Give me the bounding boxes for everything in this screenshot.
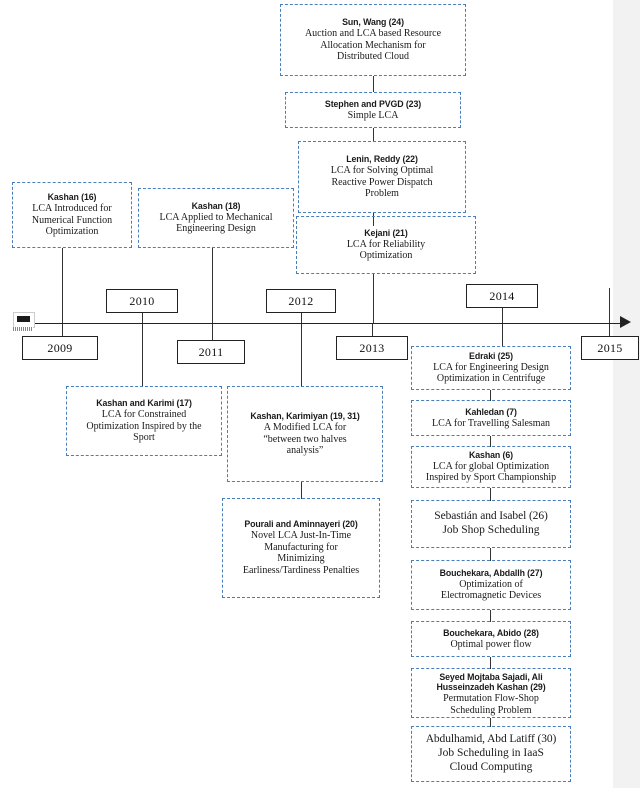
connector-c-kashan18-axis	[212, 248, 213, 324]
reference-node-kashan-karimi-17[interactable]: Kashan and Karimi (17)LCA for Constraine…	[66, 386, 222, 456]
connector-c-k6-sebastian	[490, 488, 491, 501]
reference-node-kashan-16[interactable]: Kashan (16)LCA Introduced for Numerical …	[12, 182, 132, 248]
reference-node-body: Optimal power flow	[450, 638, 532, 650]
connector-c-kejani-axis	[373, 274, 374, 324]
reference-node-title: Lenin, Reddy (22)	[346, 153, 418, 164]
reference-node-body: Optimization of Electromagnetic Devices	[440, 578, 542, 602]
reference-node-title: Kashan (6)	[469, 449, 513, 460]
axis-arrow-icon	[620, 316, 631, 328]
reference-node-title: Kashan and Karimi (17)	[96, 397, 192, 408]
reference-node-title: Seyed Mojtaba Sajadi, Ali Husseinzadeh K…	[436, 672, 546, 693]
year-box-2010[interactable]: 2010	[106, 289, 178, 313]
reference-node-body: LCA for Engineering Design Optimization …	[433, 361, 549, 385]
connector-c-sun-stephen	[373, 76, 374, 92]
reference-node-title: Abdulhamid, Abd Latiff (30)	[425, 733, 557, 746]
reference-node-kashan-karimiyan-19-31[interactable]: Kashan, Karimiyan (19, 31)A Modified LCA…	[227, 386, 383, 482]
reference-node-lenin-reddy-22[interactable]: Lenin, Reddy (22)LCA for Solving Optimal…	[298, 141, 466, 213]
reference-node-title: Kahledan (7)	[465, 406, 517, 417]
reference-node-sebastian-isabel-26[interactable]: Sebastián and Isabel (26)Job Shop Schedu…	[411, 500, 571, 548]
reference-node-pourali-aminnayeri-20[interactable]: Pourali and Aminnayeri (20)Novel LCA Jus…	[222, 498, 380, 598]
reference-node-title: Bouchekara, Abdallh (27)	[439, 567, 543, 578]
reference-node-title: Pourali and Aminnayeri (20)	[244, 518, 358, 529]
connector-c-tick-2010	[142, 312, 143, 324]
reference-node-title: Kejani (21)	[364, 227, 408, 238]
reference-node-title: Bouchekara, Abido (28)	[443, 627, 539, 638]
year-box-2012[interactable]: 2012	[266, 289, 336, 313]
reference-node-title: Stephen and PVGD (23)	[324, 98, 422, 109]
reference-node-title: Sun, Wang (24)	[342, 16, 404, 27]
year-box-2009[interactable]: 2009	[22, 336, 98, 360]
connector-c-sajadi-abdul	[490, 718, 491, 727]
reference-node-title: Kashan (16)	[47, 191, 97, 202]
reference-node-bouchekara-abdallh-27[interactable]: Bouchekara, Abdallh (27)Optimization of …	[411, 560, 571, 610]
connector-c-tick-2013	[372, 323, 373, 337]
connector-c-b28-sajadi	[490, 657, 491, 669]
reference-node-body: LCA Applied to Mechanical Engineering De…	[159, 211, 273, 235]
reference-node-body: LCA for Solving Optimal Reactive Power D…	[330, 164, 434, 200]
reference-node-kashan-18[interactable]: Kashan (18)LCA Applied to Mechanical Eng…	[138, 188, 294, 248]
connector-c-tick-2015	[609, 288, 610, 337]
reference-node-body: A Modified LCA for “between two halves a…	[263, 421, 347, 457]
reference-node-title: Kashan (18)	[191, 200, 241, 211]
connector-c-axis-k1931	[301, 323, 302, 387]
year-box-2013[interactable]: 2013	[336, 336, 408, 360]
connector-c-stephen-lenin	[373, 128, 374, 141]
reference-node-body: Job Scheduling in IaaS Cloud Computing	[438, 747, 544, 774]
connector-c-sebastian-b27	[490, 548, 491, 561]
reference-node-body: Simple LCA	[347, 109, 399, 121]
connector-c-tick-2014	[502, 307, 503, 324]
reference-node-kejani-21[interactable]: Kejani (21)LCA for Reliability Optimizat…	[296, 216, 476, 274]
reference-node-sun-wang-24[interactable]: Sun, Wang (24)Auction and LCA based Reso…	[280, 4, 466, 76]
right-gray-band	[613, 0, 640, 788]
reference-node-kashan-6[interactable]: Kashan (6)LCA for global Optimization In…	[411, 446, 571, 488]
year-box-2011[interactable]: 2011	[177, 340, 245, 364]
reference-node-abdulhamid-latiff-30[interactable]: Abdulhamid, Abd Latiff (30)Job Schedulin…	[411, 726, 571, 782]
connector-c-tick-2011	[212, 323, 213, 341]
reference-node-body: LCA for Travelling Salesman	[431, 417, 551, 429]
reference-node-sajadi-kashan-29[interactable]: Seyed Mojtaba Sajadi, Ali Husseinzadeh K…	[411, 668, 571, 718]
connector-c-kahledan-k6	[490, 436, 491, 447]
connector-c-lenin-kejani	[373, 213, 374, 226]
reference-node-body: Permutation Flow-Shop Scheduling Problem	[443, 693, 539, 717]
reference-node-stephen-pvgd-23[interactable]: Stephen and PVGD (23)Simple LCA	[285, 92, 461, 128]
reference-node-title: Edraki (25)	[469, 350, 513, 361]
year-box-2015[interactable]: 2015	[581, 336, 639, 360]
connector-c-edraki-kahledan	[490, 390, 491, 401]
axis-start-hatch-icon	[13, 327, 33, 331]
connector-c-k1931-pourali	[301, 482, 302, 499]
reference-node-edraki-25[interactable]: Edraki (25)LCA for Engineering Design Op…	[411, 346, 571, 390]
reference-node-body: LCA for global Optimization Inspired by …	[425, 460, 557, 484]
connector-c-axis-edraki	[502, 308, 503, 347]
reference-node-bouchekara-abido-28[interactable]: Bouchekara, Abido (28)Optimal power flow	[411, 621, 571, 657]
reference-node-body: Novel LCA Just-In-Time Manufacturing for…	[242, 529, 360, 577]
reference-node-title: Kashan, Karimiyan (19, 31)	[250, 410, 360, 421]
axis-start-icon	[13, 312, 35, 328]
connector-c-kashan16-axis	[62, 248, 63, 324]
reference-node-body: Auction and LCA based Resource Allocatio…	[304, 27, 442, 63]
connector-c-axis-k17	[142, 323, 143, 387]
year-box-2014[interactable]: 2014	[466, 284, 538, 308]
reference-node-title: Sebastián and Isabel (26)	[434, 510, 548, 523]
reference-node-body: LCA for Constrained Optimization Inspire…	[86, 408, 202, 444]
connector-c-b27-b28	[490, 610, 491, 622]
connector-c-tick-2012	[301, 312, 302, 324]
reference-node-body: Job Shop Scheduling	[442, 524, 540, 537]
reference-node-body: LCA for Reliability Optimization	[346, 238, 426, 262]
reference-node-body: LCA Introduced for Numerical Function Op…	[31, 202, 113, 238]
reference-node-kahledan-7[interactable]: Kahledan (7)LCA for Travelling Salesman	[411, 400, 571, 436]
timeline-axis	[18, 323, 626, 324]
connector-c-tick-2009	[62, 323, 63, 337]
